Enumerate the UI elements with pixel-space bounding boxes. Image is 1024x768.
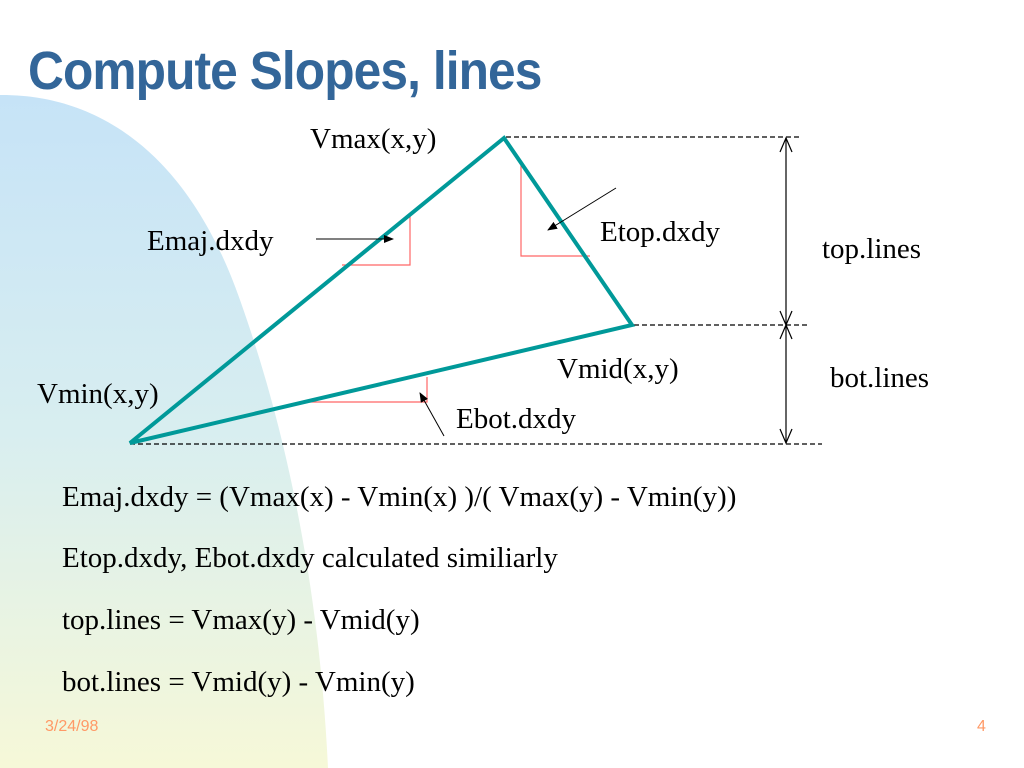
equation-top-lines: top.lines = Vmax(y) - Vmid(y) — [62, 604, 420, 636]
etop-label: Etop.dxdy — [600, 216, 721, 248]
etop-pointer-arrow — [547, 187, 617, 231]
etop-slope-marker — [520, 162, 590, 257]
equation-emaj: Emaj.dxdy = (Vmax(x) - Vmin(x) )/( Vmax(… — [62, 481, 737, 513]
emaj-slope-marker — [342, 214, 411, 266]
triangle-edges — [128, 135, 636, 445]
vmid-label: Vmid(x,y) — [557, 353, 679, 385]
slide-date: 3/24/98 — [45, 718, 99, 735]
slide-number: 4 — [977, 718, 986, 735]
slide-title: Compute Slopes, lines — [28, 41, 542, 101]
equation-bot-lines: bot.lines = Vmid(y) - Vmin(y) — [62, 666, 415, 698]
ebot-label: Ebot.dxdy — [456, 403, 577, 435]
bot-lines-label: bot.lines — [830, 362, 930, 394]
top-lines-label: top.lines — [822, 233, 922, 265]
ebot-pointer-arrow — [419, 392, 445, 437]
background-gradient-shape — [0, 95, 328, 768]
vmax-label: Vmax(x,y) — [310, 123, 437, 155]
emaj-label: Emaj.dxdy — [147, 225, 274, 257]
equation-etop-ebot: Etop.dxdy, Ebot.dxdy calculated similiar… — [62, 542, 558, 574]
vmin-label: Vmin(x,y) — [37, 378, 159, 410]
